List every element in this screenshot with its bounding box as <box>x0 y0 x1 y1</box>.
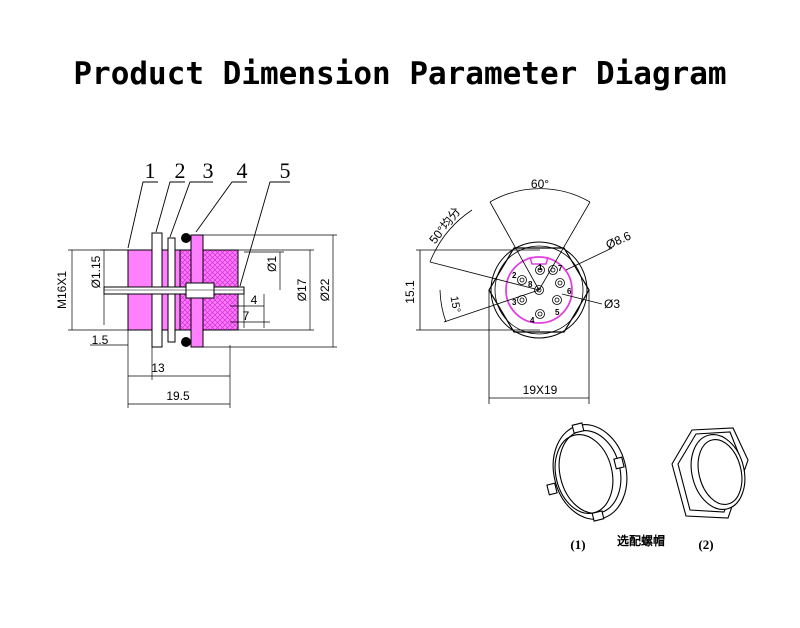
dim-flange: 1.5 <box>92 333 109 347</box>
callout-1: 1 <box>145 158 156 183</box>
dim-d1-15: Ø1.15 <box>89 255 103 288</box>
pin-label-5: 5 <box>555 308 560 317</box>
angle-60: 60° <box>531 177 549 191</box>
pin-label-3: 3 <box>512 298 517 307</box>
round-nut <box>546 422 628 522</box>
nut-label-2: (2) <box>698 537 713 552</box>
page-title: Product Dimension Parameter Diagram <box>73 56 727 92</box>
callout-4: 4 <box>237 158 248 183</box>
angle-15: 15° <box>448 295 463 313</box>
dim-13: 13 <box>151 361 165 375</box>
dim-19x19: 19X19 <box>523 383 558 397</box>
pin-label-4: 4 <box>530 316 535 325</box>
nuts-caption: 选配螺帽 <box>617 533 665 548</box>
dim-7: 7 <box>243 309 250 323</box>
callout-5: 5 <box>280 158 291 183</box>
o-ring-top <box>181 233 191 243</box>
pin-collar <box>185 282 215 299</box>
pin-label-8: 8 <box>528 280 533 289</box>
pin-contacts <box>517 265 565 319</box>
dim-d8-6: Ø8.6 <box>604 229 634 253</box>
angle-50: 50°均分 <box>426 205 463 247</box>
dim-15-1: 15.1 <box>403 280 417 304</box>
dim-d17: Ø17 <box>295 278 309 301</box>
o-ring-bottom <box>181 337 191 347</box>
front-view: 1 2 3 4 5 6 7 8 <box>403 177 633 404</box>
callout-2: 2 <box>175 158 186 183</box>
optional-nuts: (1) 选配螺帽 (2) <box>546 422 749 552</box>
hex-nut <box>671 427 749 519</box>
dim-d22: Ø22 <box>318 278 332 301</box>
pin-label-7: 7 <box>558 264 563 273</box>
dim-4: 4 <box>251 293 258 307</box>
pin <box>103 286 245 295</box>
nut-label-1: (1) <box>570 537 585 552</box>
dim-19-5: 19.5 <box>166 389 190 403</box>
dim-d3: Ø3 <box>604 297 620 311</box>
pin-label-2: 2 <box>512 271 517 280</box>
dim-d1: Ø1 <box>265 256 279 272</box>
side-view: 1 2 3 4 5 <box>55 158 337 408</box>
dim-thread: M16X1 <box>55 271 69 309</box>
callout-3: 3 <box>203 158 214 183</box>
pin-label-6: 6 <box>567 287 572 296</box>
pin-label-1: 1 <box>538 263 543 272</box>
